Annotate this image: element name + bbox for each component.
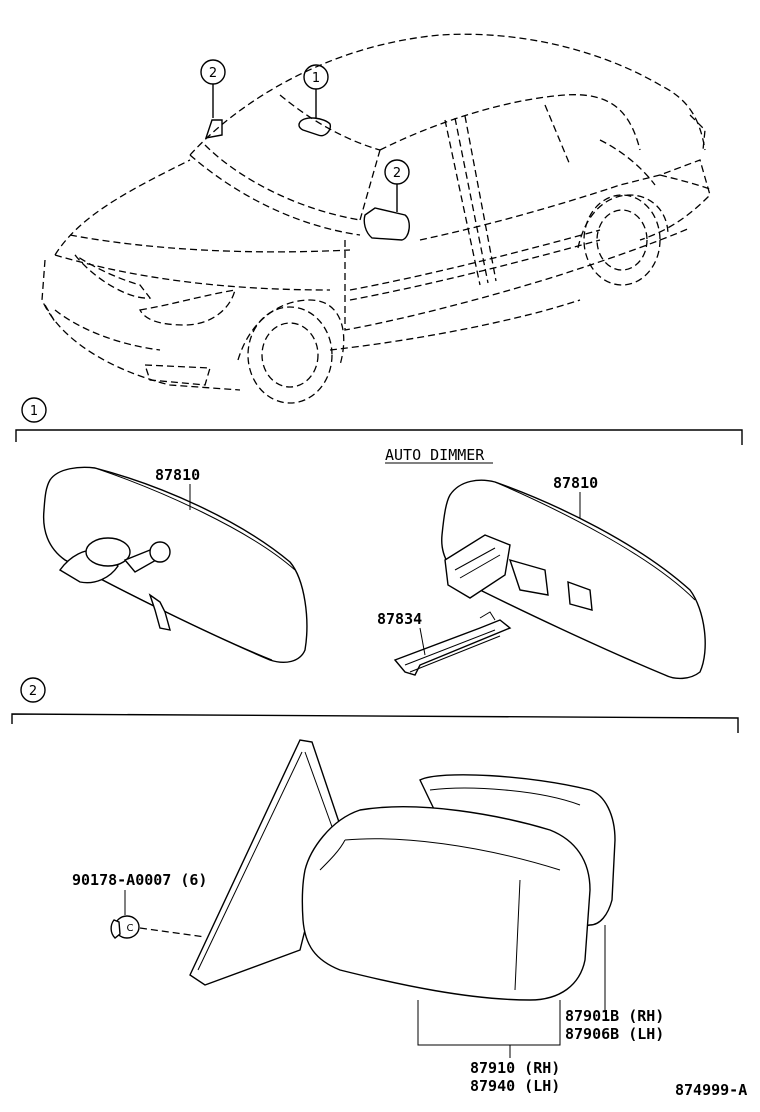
callout-2-right-text: 2	[393, 166, 401, 181]
callout-1-text: 1	[312, 71, 320, 86]
part-87940-lh-label: 87940 (LH)	[470, 1077, 560, 1095]
mirror-standard	[42, 466, 308, 663]
auto-dimmer-label: AUTO DIMMER	[385, 446, 485, 464]
section-2-marker: 2	[29, 684, 37, 699]
callout-outside-mirror-left: 2	[200, 59, 226, 118]
section-1-marker: 1	[30, 404, 38, 419]
cover-87834	[393, 611, 512, 676]
part-87834-label: 87834	[377, 610, 422, 628]
part-87810-left-label: 87810	[155, 466, 200, 484]
mirror-body	[301, 774, 616, 1001]
car-illustration	[41, 33, 713, 404]
figure-id: 874999-A	[675, 1081, 747, 1099]
part-87910-rh-label: 87910 (RH)	[470, 1059, 560, 1077]
section-2-outside-mirror: 2 C 90178-A0007 (6) 87901B (RH)	[11, 677, 739, 1095]
mirror-auto-dimmer	[441, 479, 706, 680]
part-90178-label: 90178-A0007 (6)	[72, 871, 207, 889]
callout-outside-mirror-right: 2	[384, 159, 410, 212]
part-87901b-rh-label: 87901B (RH)	[565, 1007, 664, 1025]
part-87906b-lh-label: 87906B (LH)	[565, 1025, 664, 1043]
callout-interior-mirror: 1	[303, 64, 329, 118]
svg-text:C: C	[127, 923, 134, 934]
section-1-interior-mirror: 1 AUTO DIMMER 87810 87810	[15, 397, 743, 680]
part-87810-right-label: 87810	[553, 474, 598, 492]
clip-90178: C	[110, 915, 206, 939]
callout-2-left-text: 2	[209, 66, 217, 81]
